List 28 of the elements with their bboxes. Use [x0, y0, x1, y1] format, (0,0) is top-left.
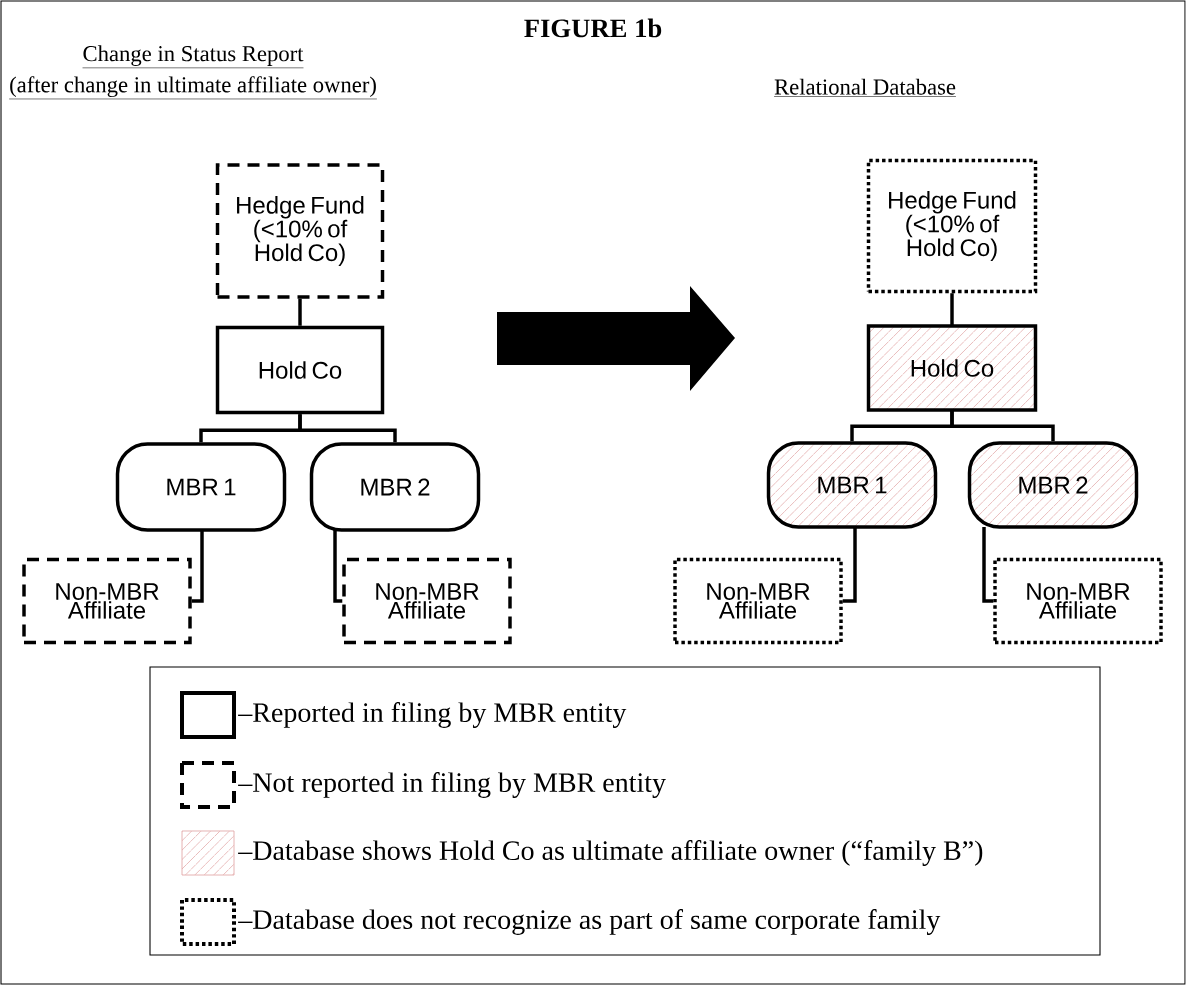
connector-line — [191, 530, 204, 603]
rounded-entity-box: MBR 1 — [115, 442, 287, 532]
entity-box: Non-MBR Affiliate — [993, 557, 1163, 645]
legend-text: –Database shows Hold Co as ultimate affiliate owner (“family B”) — [238, 840, 983, 866]
entity-box: Non-MBR Affiliate — [342, 557, 512, 645]
entity-box: Hold Co — [866, 324, 1038, 412]
section-heading: Relational Database — [773, 78, 957, 97]
entity-box: Hedge Fund (<10% of Hold Co) — [866, 158, 1038, 294]
connector-line — [950, 293, 954, 326]
entity-box: Non-MBR Affiliate — [22, 557, 192, 645]
connector-line — [333, 530, 343, 603]
entity-box: Hold Co — [215, 325, 385, 415]
connector-line — [298, 414, 397, 443]
entity-box: Hedge Fund (<10% of Hold Co) — [215, 163, 385, 299]
entity-box: Non-MBR Affiliate — [673, 557, 843, 645]
connector-line — [982, 527, 994, 603]
section-heading: Change in Status Report — [82, 45, 304, 69]
legend-text: –Not reported in filing by MBR entity — [238, 772, 666, 798]
section-heading: (after change in ultimate affiliate owner) — [8, 76, 378, 100]
connector-line — [298, 298, 302, 326]
rounded-entity-box: MBR 1 — [766, 441, 938, 529]
rounded-entity-box: MBR 2 — [967, 441, 1139, 529]
figure-title: FIGURE 1b — [524, 18, 662, 38]
connector-line — [950, 410, 1055, 442]
connector-line — [842, 527, 857, 603]
legend-text: –Database does not recognize as part of same corporate family — [238, 909, 941, 935]
rounded-entity-box: MBR 2 — [309, 442, 481, 532]
legend-text: –Reported in filing by MBR entity — [238, 702, 627, 728]
